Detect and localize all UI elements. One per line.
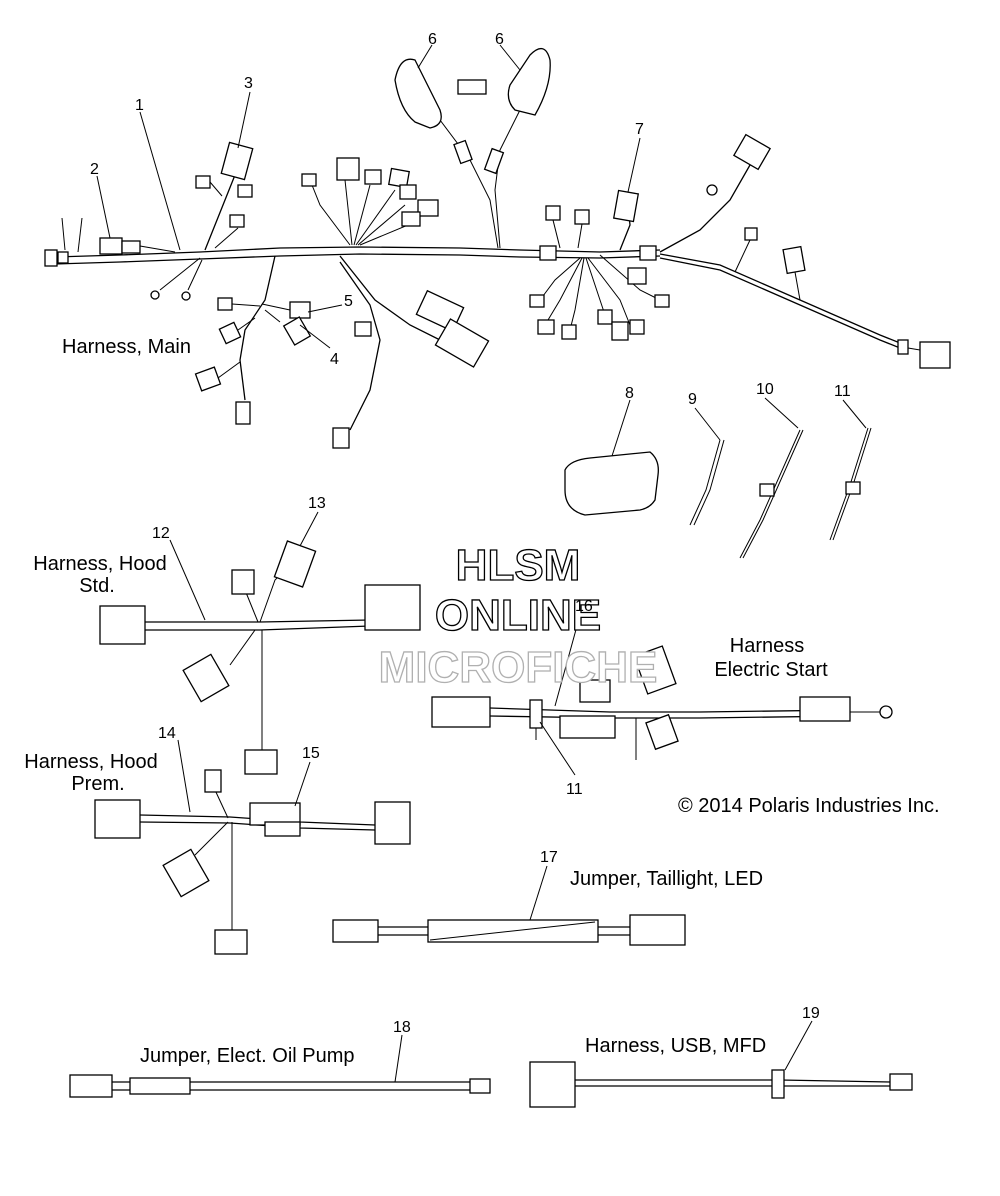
copyright-notice: © 2014 Polaris Industries Inc. xyxy=(678,795,940,817)
loose-parts-drawing xyxy=(564,427,872,559)
callout-14: 14 xyxy=(158,725,176,742)
watermark: HLSM ONLINE MICROFICHE xyxy=(378,540,658,692)
taillight-jumper-drawing xyxy=(332,914,686,946)
electric-start-harness-drawing xyxy=(431,645,893,760)
callout-leader-lines xyxy=(96,44,867,1083)
label-usb: Harness, USB, MFD xyxy=(585,1035,766,1057)
callout-1: 1 xyxy=(135,97,144,114)
usb-harness-drawing xyxy=(529,1061,913,1108)
callout-8: 8 xyxy=(625,385,634,402)
watermark-line-3: MICROFICHE xyxy=(379,643,658,692)
callout-11b: 11 xyxy=(566,781,583,798)
watermark-line-1: HLSM xyxy=(456,541,581,590)
callout-2: 2 xyxy=(90,161,99,178)
callout-numbers: 1 2 3 4 5 6 6 7 8 9 10 11 12 13 11 14 15… xyxy=(90,31,851,1036)
callout-5: 5 xyxy=(344,293,353,310)
callout-12: 12 xyxy=(152,525,170,542)
callout-6b: 6 xyxy=(495,31,504,48)
label-hood-std-1: Harness, Hood xyxy=(33,553,166,575)
callout-7: 7 xyxy=(635,121,644,138)
label-oil-pump: Jumper, Elect. Oil Pump xyxy=(140,1045,355,1067)
callout-3: 3 xyxy=(244,75,253,92)
label-taillight: Jumper, Taillight, LED xyxy=(570,868,763,890)
callout-9: 9 xyxy=(688,391,697,408)
assembly-labels: Harness, Main Harness, Hood Std. Harness… xyxy=(24,336,939,1067)
label-hood-prem-1: Harness, Hood xyxy=(24,751,157,773)
callout-13: 13 xyxy=(308,495,326,512)
label-harness-main: Harness, Main xyxy=(62,336,191,358)
label-hood-std-2: Std. xyxy=(79,575,115,597)
callout-17: 17 xyxy=(540,849,558,866)
callout-4: 4 xyxy=(330,351,339,368)
callout-16: 16 xyxy=(575,598,593,615)
hood-std-harness-drawing xyxy=(99,540,421,775)
oil-pump-jumper-drawing xyxy=(69,1074,491,1098)
callout-10: 10 xyxy=(756,381,774,398)
callout-19: 19 xyxy=(802,1005,820,1022)
main-harness-drawing xyxy=(44,48,951,449)
callout-11a: 11 xyxy=(834,383,851,400)
label-hood-prem-2: Prem. xyxy=(71,773,124,795)
watermark-line-2: ONLINE xyxy=(435,591,601,640)
callout-15: 15 xyxy=(302,745,320,762)
hood-prem-harness-drawing xyxy=(94,769,411,955)
label-electric-start-1: Harness xyxy=(730,635,804,657)
callout-6a: 6 xyxy=(428,31,437,48)
callout-18: 18 xyxy=(393,1019,411,1036)
label-electric-start-2: Electric Start xyxy=(714,659,828,681)
